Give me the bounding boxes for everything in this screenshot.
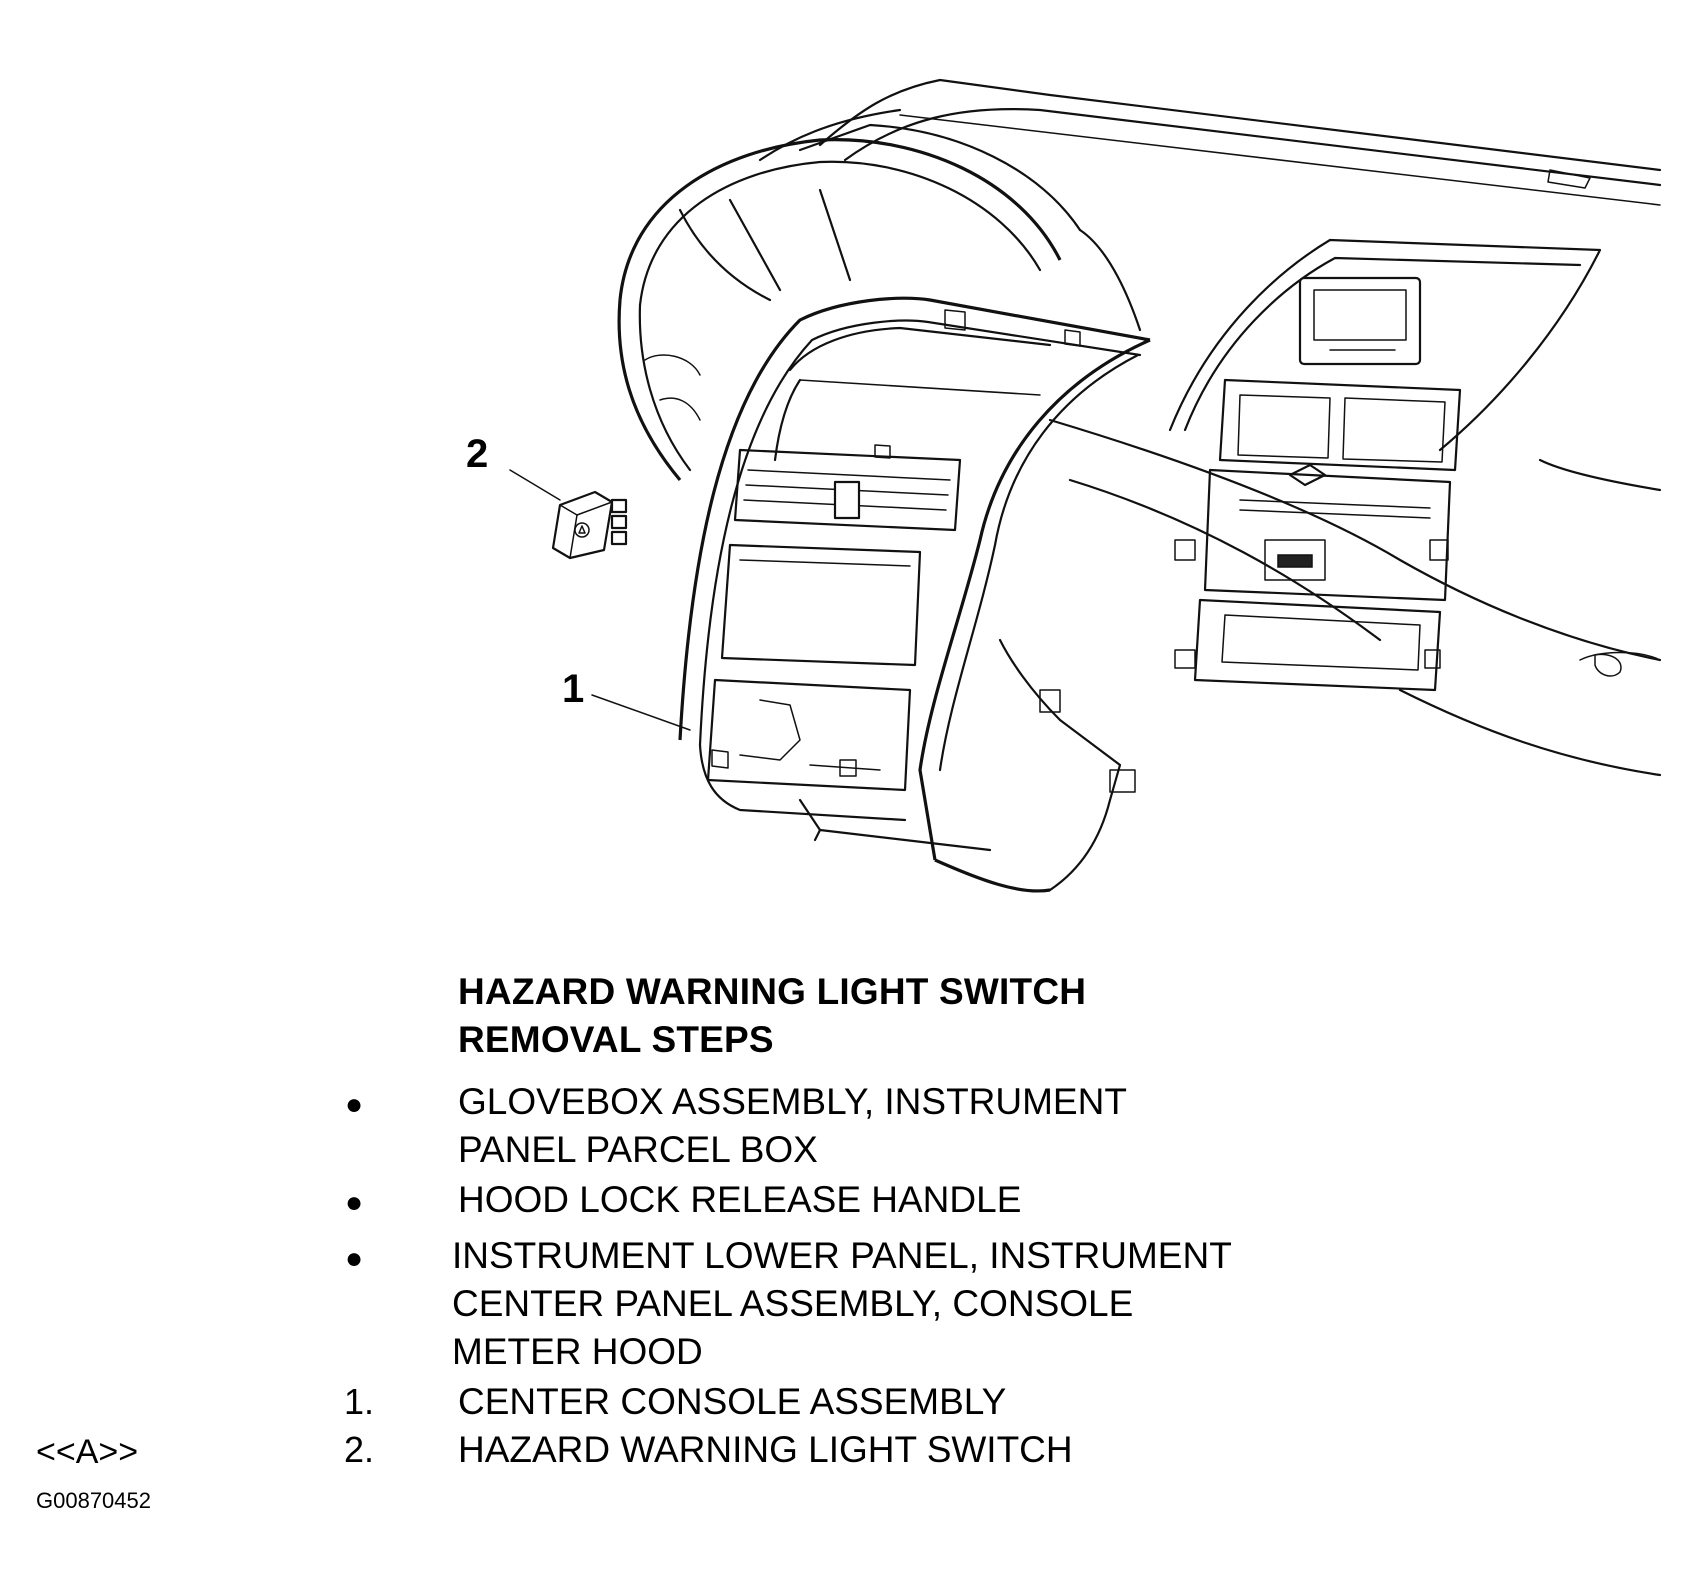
center-console-assembly (678, 296, 1151, 893)
step-text: CENTER CONSOLE ASSEMBLY (458, 1381, 1007, 1422)
callout-1-leader (591, 694, 691, 731)
step-text: INSTRUMENT LOWER PANEL, INSTRUMENT CENTE… (452, 1235, 1232, 1372)
legend-title-line-1: HAZARD WARNING LIGHT SWITCH (458, 971, 1087, 1012)
dashboard-center-opening (1168, 238, 1602, 692)
legend-title: HAZARD WARNING LIGHT SWITCH REMOVAL STEP… (458, 968, 1086, 1064)
legend-title-line-2: REMOVAL STEPS (458, 1019, 774, 1060)
step-bullet: ● (345, 1088, 364, 1121)
step-text: HOOD LOCK RELEASE HANDLE (458, 1179, 1022, 1220)
step-text: GLOVEBOX ASSEMBLY, INSTRUMENT PANEL PARC… (458, 1081, 1127, 1170)
step-bullet: ● (345, 1186, 364, 1219)
reference-marker: <<A>> (36, 1433, 139, 1471)
dashboard-illustration: 1 2 (466, 78, 1662, 893)
hazard-switch-part (551, 490, 628, 560)
callout-2-leader (509, 469, 561, 501)
callout-2-label: 2 (466, 432, 488, 476)
step-number: 1. (344, 1381, 375, 1422)
callout-1-label: 1 (562, 667, 584, 711)
step-text: HAZARD WARNING LIGHT SWITCH (458, 1429, 1073, 1470)
dashboard-outline (758, 78, 1662, 777)
step-number: 2. (344, 1429, 375, 1470)
step-bullet: ● (345, 1242, 364, 1275)
steering-wheel (617, 138, 1062, 482)
figure-id: G00870452 (36, 1488, 151, 1513)
